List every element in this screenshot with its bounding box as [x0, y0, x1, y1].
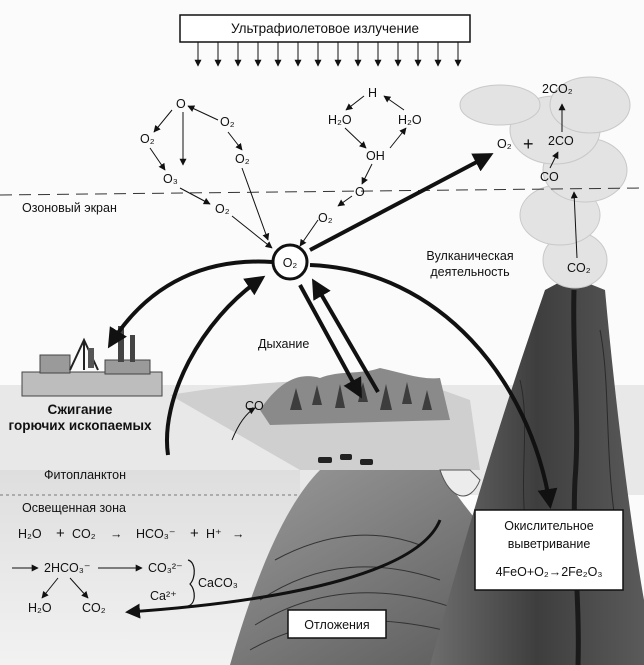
weathering-title-line1: Окислительное	[504, 519, 593, 533]
eq1-plus1: +	[56, 525, 65, 542]
eq1-arrow1: →	[110, 527, 123, 541]
lit-zone-label: Освещенная зона	[22, 501, 126, 515]
eq1-plus2: +	[190, 525, 199, 542]
arrow-o2-to-volcano-gas	[309, 153, 494, 252]
eq3-co2: CO₂	[82, 601, 106, 615]
ozone-line	[0, 187, 644, 196]
magma-vent	[571, 289, 581, 665]
arrow-o2-to-weathering	[309, 263, 558, 509]
o2-right-label: O₂	[235, 152, 250, 166]
phytoplankton-label: Фитопланктон	[44, 468, 126, 482]
eq1-hplus: H⁺	[206, 527, 222, 541]
arrow-o2-to-respiration	[298, 284, 362, 399]
h-label: H	[368, 86, 377, 100]
arrow-oh-to-o	[361, 163, 373, 185]
co2-crater-label: CO₂	[567, 261, 591, 275]
weathering-equation: 4FeO+O₂→2Fe₂O₃	[496, 565, 603, 579]
ocean-chemistry: H₂O + CO₂ → HCO₃⁻ + H⁺ → 2HCO₃⁻ CO₃²⁻ Ca…	[12, 525, 245, 615]
arrow-h2o-to-oh	[344, 127, 367, 149]
eq2-co3: CO₃²⁻	[148, 561, 183, 575]
arrow-o-to-o2	[337, 195, 353, 207]
major-flows	[107, 153, 558, 509]
o2-left-label: O₂	[140, 132, 155, 146]
eq3-h2o: H₂O	[28, 601, 52, 615]
eq3-arrow-right	[69, 577, 89, 599]
volcano-gases: 2CO₂ O₂ + 2CO CO CO₂	[497, 82, 591, 275]
h2o-left-label: H₂O	[328, 113, 352, 127]
water-cycle: H H₂O H₂O OH O O₂	[299, 86, 422, 247]
co-forest-label: CO	[245, 399, 264, 413]
respiration-label: Дыхание	[258, 337, 309, 351]
arrow-o2right-to-center	[241, 167, 270, 241]
oh-label: OH	[366, 149, 385, 163]
weathering-box-frame	[474, 509, 624, 591]
volcanic-label-line1: Вулканическая	[426, 249, 513, 263]
eq1-co2: CO₂	[72, 527, 96, 541]
forest	[260, 368, 450, 425]
h2o-right-label: H₂O	[398, 113, 422, 127]
factory	[21, 326, 163, 397]
arrow-oh-to-h2o	[389, 127, 407, 149]
arrow-o3-to-o2	[179, 187, 211, 205]
arrow-o2-to-o3	[149, 147, 166, 171]
central-o2-label: O₂	[283, 256, 298, 270]
combustion-label-line2: горючих ископаемых	[9, 418, 152, 433]
sediments-label: Отложения	[304, 618, 369, 632]
central-o2: O₂	[271, 243, 309, 281]
arrow-to-sediments	[125, 519, 442, 619]
arrow-o2-to-combustion	[107, 259, 273, 349]
eq1-hco3: HCO₃⁻	[136, 527, 175, 541]
plus-label: +	[523, 134, 534, 154]
arrow-crater-to-co	[570, 191, 578, 259]
arrow-o2top-to-o2right	[227, 131, 243, 151]
co2-top-label: 2CO₂	[542, 82, 573, 96]
uv-banner-box	[179, 14, 471, 43]
cattle	[318, 454, 373, 465]
sediments-box-frame	[287, 609, 387, 639]
combustion-label-line1: Сжигание	[48, 402, 113, 417]
uv-arrows	[194, 42, 462, 67]
arrow-co-small	[231, 407, 256, 441]
eq2-brace	[187, 559, 195, 607]
o2-water-label: O₂	[318, 211, 333, 225]
eq3-arrow-left	[41, 577, 59, 599]
o-atom-label: O	[176, 97, 186, 111]
central-o2-circle	[271, 243, 309, 281]
eq2-caco3: CaCO₃	[198, 576, 238, 590]
arrow-co-to-2co	[549, 151, 559, 169]
arrow-h-to-h2o	[345, 95, 365, 111]
weathering-title-line2: выветривание	[508, 537, 591, 551]
arrow-o2-to-o	[187, 105, 219, 121]
arrow-respiration-to-o2	[311, 278, 380, 394]
uv-banner: Ультрафиолетовое излучение	[179, 14, 471, 67]
ozone-label: Озоновый экран	[22, 201, 117, 215]
eq2-2hco3: 2HCO₃⁻	[44, 561, 90, 575]
o2-lower-label: O₂	[215, 202, 230, 216]
uv-banner-label: Ультрафиолетовое излучение	[231, 21, 419, 36]
arrow-o2lower-to-center	[231, 215, 273, 249]
arrow-phytoplankton-to-o2	[165, 275, 266, 456]
o-label: O	[355, 185, 365, 199]
sediments-box: Отложения	[287, 609, 387, 639]
two-co-label: 2CO	[548, 134, 574, 148]
o2-top-label: O₂	[220, 115, 235, 129]
eq1-arrow2: →	[232, 527, 245, 541]
weathering-box: Окислительное выветривание 4FeO+O₂→2Fe₂O…	[474, 509, 624, 591]
smoke-plume	[459, 76, 631, 289]
volcanic-label-line2: деятельность	[430, 265, 509, 279]
o3-label: O₃	[163, 172, 178, 186]
o2-volcano-label: O₂	[497, 137, 512, 151]
arrow-o2-to-center	[299, 219, 319, 247]
water-pocket	[439, 469, 481, 497]
arrow-o-to-o2	[153, 109, 173, 133]
arrow-h2o-to-h	[383, 95, 405, 111]
co-volcano-label: CO	[540, 170, 559, 184]
oxygen-cycle: O O₂ O₂ O₂ O₃ O₂	[140, 97, 273, 249]
volcano-ridges	[519, 329, 616, 521]
eq1-h2o: H₂O	[18, 527, 42, 541]
eq2-ca: Ca²⁺	[150, 589, 177, 603]
